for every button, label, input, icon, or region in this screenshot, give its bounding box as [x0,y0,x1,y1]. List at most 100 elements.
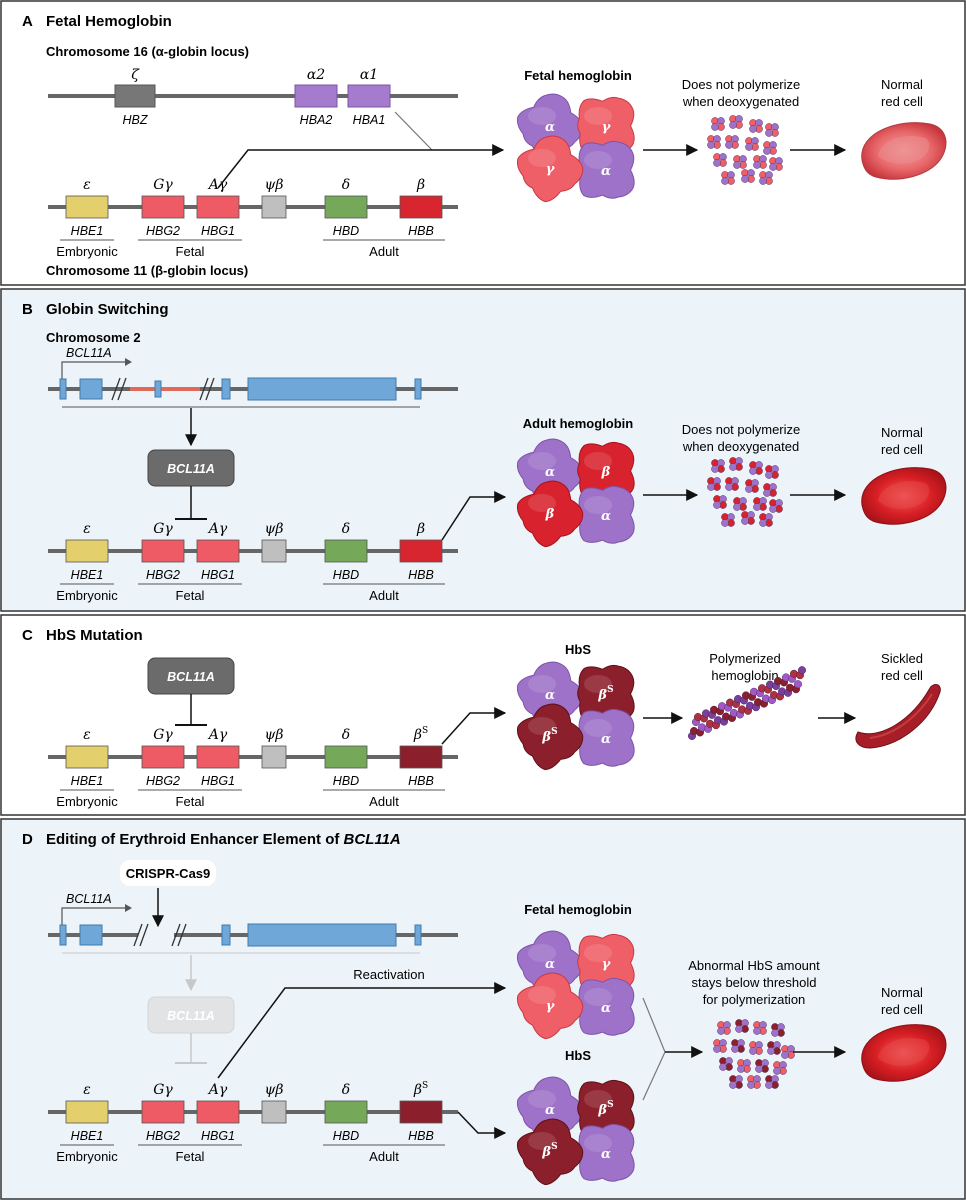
gene-name-hbb: HBB [408,224,434,238]
beta-subunit [516,703,584,771]
beta-subunit [516,1118,584,1186]
gene-name-hbg1: HBG1 [201,774,235,788]
panel-b [0,288,966,612]
gene-symbol: β [416,177,425,193]
gene-box-hbg1 [196,745,240,769]
gene-symbol: δ [342,727,350,743]
gene-box-hbe1 [65,1100,109,1124]
alpha-subunit-label: α [601,1001,611,1016]
gene-name-hbb: HBB [408,568,434,582]
fetal-hemoglobin-label-a: Fetal hemoglobin [524,68,632,83]
gene-box-hbg2 [141,1100,185,1124]
crispr-cas9-label: CRISPR-Cas9 [120,860,216,886]
gene-box-hbb [399,539,443,563]
gene-name-hbg2: HBG2 [146,1129,180,1143]
stage-label-embryonic: Embryonic [56,588,118,603]
arrow-c-to-hbs [441,707,507,745]
gene-box-hbd [324,195,368,219]
panel-d-title: Editing of Erythroid Enhancer Element of… [46,831,401,848]
stage-label-adult: Adult [369,1149,399,1164]
alpha-subunit-label: α [545,120,555,135]
arrow-b-to-adult-hb [441,491,507,541]
arrow-d-to-hbs [457,1111,507,1139]
cell-b-line1: Normal [881,425,923,440]
alpha-subunit-label: α [545,1103,555,1118]
bcl11a-repressor-b: BCL11A [147,449,235,520]
gene-box-hbe1 [65,745,109,769]
cell-d-line1: Normal [881,985,923,1000]
gene-symbol: Gγ [153,521,173,537]
gene-symbol: ψβ [264,177,283,193]
panel-a-letter: A [22,13,33,30]
gene-name-hbe1: HBE1 [71,774,104,788]
caption-c-line2: hemoglobin [711,668,778,683]
stage-label-fetal: Fetal [176,588,205,603]
adult-hemoglobin-label: Adult hemoglobin [523,416,634,431]
cell-a-line2: red cell [881,94,923,109]
gene-box-hbg2 [141,195,185,219]
hbs-label-d: HbS [565,1048,591,1063]
caption-d-line3: for polymerization [703,992,806,1007]
gene-box-hbb [399,195,443,219]
gene-box-hbg1 [196,1100,240,1124]
gene-name-hbb: HBB [408,1129,434,1143]
caption-d-line2: stays below threshold [691,975,816,990]
bcl11a-repressor-faded-d: BCL11A [147,996,235,1064]
gene-symbol: ε [83,727,91,743]
stage-label-fetal: Fetal [176,794,205,809]
gene-box-hbe1 [65,195,109,219]
svg-text:BCL11A: BCL11A [66,346,112,360]
stage-label-embryonic: Embryonic [56,1149,118,1164]
alpha-subunit-label: α [601,1147,611,1162]
caption-c-line1: Polymerized [709,651,781,666]
hba2-label: HBA2 [300,113,333,127]
svg-text:BCL11A: BCL11A [167,670,215,684]
panel-a [0,0,966,286]
beta-subunit [516,480,584,548]
gene-box-psi-beta [261,1100,287,1124]
normal-red-cell-b [861,467,947,525]
stage-label-embryonic: Embryonic [56,244,118,259]
gene-symbol: ψβ [264,727,283,743]
gene-name-hbb: HBB [408,774,434,788]
gene-name-hbe1: HBE1 [71,1129,104,1143]
bcl11a-gene-edited-d: BCL11A [48,892,458,954]
gamma-subunit [516,135,584,203]
chromosome-11-label: Chromosome 11 (β-globin locus) [46,263,248,278]
svg-text:BCL11A: BCL11A [167,1009,215,1023]
alpha-subunit-label: α [601,732,611,747]
gene-symbol: Aγ [207,1082,228,1098]
caption-b-line2: when deoxygenated [682,439,799,454]
alpha-subunit-label: α [545,465,555,480]
gene-name-hbd: HBD [333,568,359,582]
gene-name-hbd: HBD [333,774,359,788]
gene-name-hbd: HBD [333,224,359,238]
caption-a-line2: when deoxygenated [682,94,799,109]
panel-a-title: Fetal Hemoglobin [46,13,172,30]
beta-subunit-label: β [601,465,611,480]
panel-d-letter: D [22,831,33,848]
cell-d-line2: red cell [881,1002,923,1017]
gene-box-psi-beta [261,745,287,769]
stage-label-fetal: Fetal [176,1149,205,1164]
cell-a-line1: Normal [881,77,923,92]
panel-b-letter: B [22,301,33,318]
gene-box-hbe1 [65,539,109,563]
alpha-subunit-label: α [545,957,555,972]
gene-symbol: ψβ [264,521,283,537]
svg-text:CRISPR-Cas9: CRISPR-Cas9 [126,866,211,881]
gene-box-psi-beta [261,539,287,563]
zeta-symbol: ζ [131,67,140,83]
unpolymerized-hemoglobin-b [707,457,783,527]
gene-name-hbe1: HBE1 [71,568,104,582]
gene-name-hbe1: HBE1 [71,224,104,238]
gene-box-hbd [324,539,368,563]
bcl11a-repressor-c: BCL11A [147,657,235,726]
gene-name-hbg2: HBG2 [146,224,180,238]
gene-name-hbg2: HBG2 [146,774,180,788]
gene-name-hbg1: HBG1 [201,1129,235,1143]
